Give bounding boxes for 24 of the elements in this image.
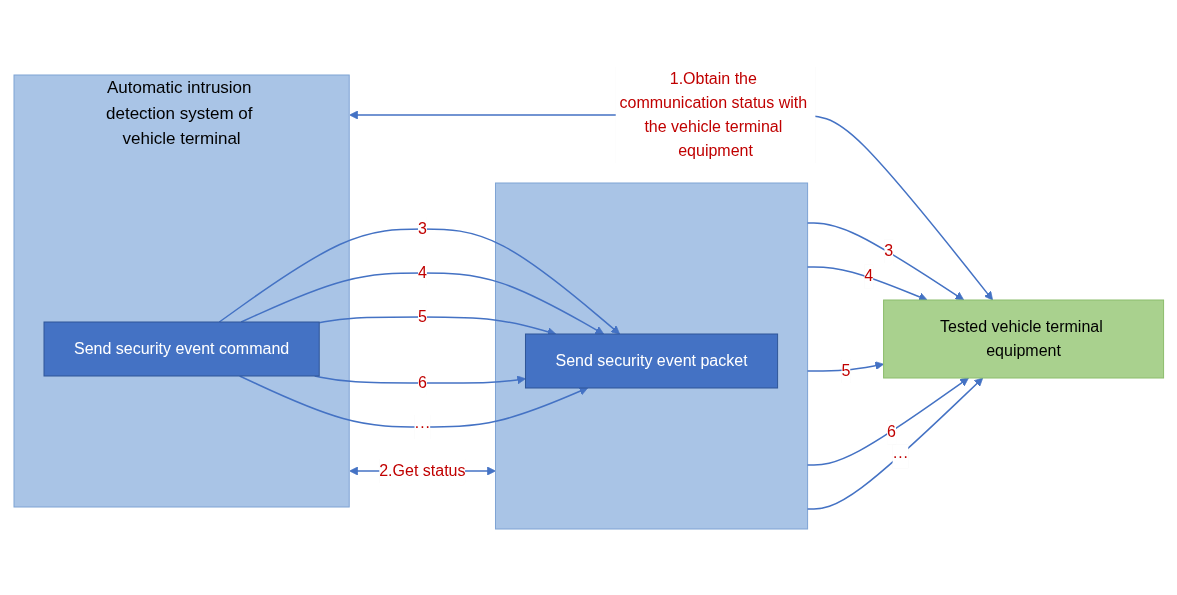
edge-label: ··· — [414, 417, 431, 435]
edge-label: 3 — [884, 241, 893, 259]
arrow — [806, 221, 964, 300]
arrow — [348, 110, 993, 300]
arrow — [806, 377, 969, 466]
edge-label: 3 — [417, 219, 427, 237]
node-box: Send security event packet — [524, 333, 778, 388]
cluster — [494, 182, 808, 529]
edge-label: ··· — [892, 447, 909, 465]
arrow — [806, 377, 983, 510]
arrow — [238, 374, 588, 428]
edge-label: 2.Get status — [378, 461, 466, 479]
edge-label: 5 — [417, 307, 427, 325]
edge-label: 6 — [417, 373, 427, 391]
arrow — [806, 265, 928, 301]
node-box: Send security event command — [43, 321, 320, 376]
edge-label: 4 — [417, 263, 427, 281]
arrow — [218, 227, 620, 334]
edge-label: 5 — [841, 361, 851, 379]
edge-label: 6 — [886, 422, 896, 440]
node-box: Tested vehicle terminal equipment — [882, 299, 1164, 378]
arrow — [806, 360, 884, 372]
edge-label: 1.Obtain the communication status with the vehicle terminal equipment — [619, 69, 807, 159]
edge-label: 4 — [864, 266, 873, 284]
